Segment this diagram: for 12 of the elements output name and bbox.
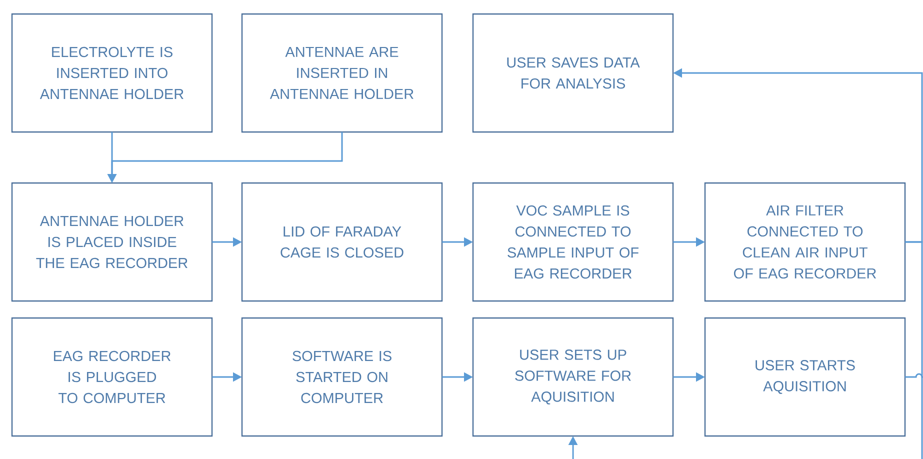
process-box: USER STARTS AQUISITION	[704, 317, 906, 437]
process-box: EAG RECORDER IS PLUGGED TO COMPUTER	[11, 317, 213, 437]
process-box: SOFTWARE IS STARTED ON COMPUTER	[241, 317, 443, 437]
process-box: USER SETS UP SOFTWARE FOR AQUISITION	[472, 317, 674, 437]
process-box: ANTENNAE HOLDER IS PLACED INSIDE THE EAG RECORDER	[11, 182, 213, 302]
process-box: ELECTROLYTE IS INSERTED INTO ANTENNAE HOLDER	[11, 13, 213, 133]
process-box: AIR FILTER CONNECTED TO CLEAN AIR INPUT OF EAG RECORDER	[704, 182, 906, 302]
process-box: ANTENNAE ARE INSERTED IN ANTENNAE HOLDER	[241, 13, 443, 133]
process-box: VOC SAMPLE IS CONNECTED TO SAMPLE INPUT OF EAG RECORDER	[472, 182, 674, 302]
arrow	[568, 241, 923, 459]
process-box: USER SAVES DATA FOR ANALYSIS	[472, 13, 674, 133]
process-box: LID OF FARADAY CAGE IS CLOSED	[241, 182, 443, 302]
